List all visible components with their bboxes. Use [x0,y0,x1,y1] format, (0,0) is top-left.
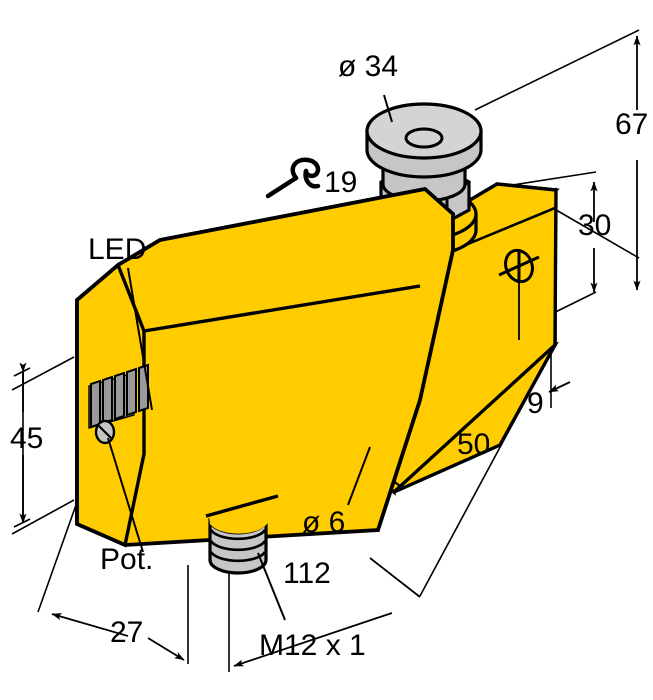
led-indicator-array [88,363,149,429]
dimension-label-50: 50 [457,428,491,461]
dimension-label-45: 45 [10,422,44,455]
leader-lines [107,94,393,621]
label-wrench-size: 19 [324,166,358,199]
dimension-label-30: 30 [578,209,612,242]
label-led: LED [88,233,147,266]
dimension-45 [13,362,31,528]
dimension-label-67: 67 [615,108,649,141]
dimension-label-9: 9 [527,387,544,420]
dimension-label-112: 112 [283,557,331,590]
wrench-icon [265,157,321,199]
label-diameter-6: ø 6 [302,506,346,539]
potentiometer-screw [94,419,116,445]
label-diameter-34: ø 34 [338,50,399,83]
label-thread-m12: M12 x 1 [259,629,366,662]
sensor-body [75,186,456,548]
m12-connector [205,494,279,575]
dimension-label-27: 27 [110,616,144,649]
dimension-27 [51,613,185,661]
label-pot: Pot. [100,543,154,576]
dimension-112 [233,557,421,667]
